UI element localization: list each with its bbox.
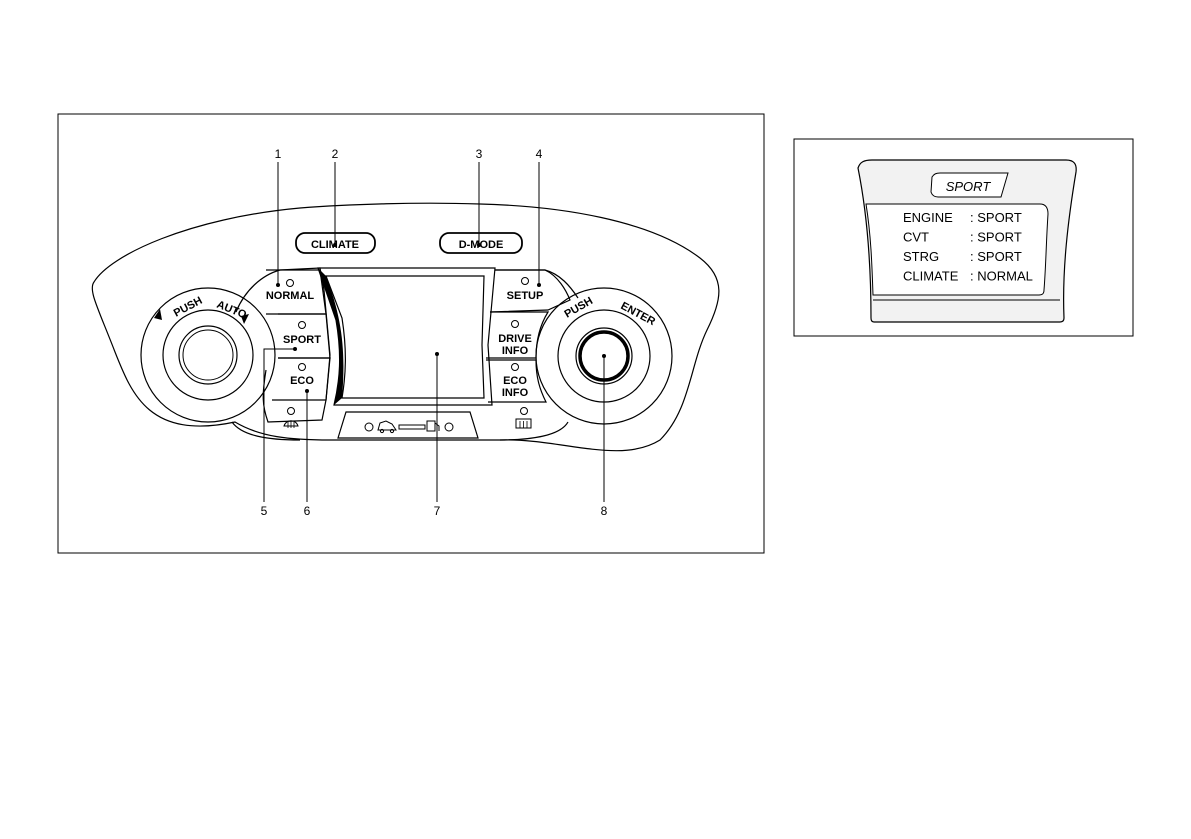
center-screen	[317, 267, 496, 406]
display-row-value: : NORMAL	[970, 269, 1033, 284]
callout-7: 7	[434, 504, 441, 518]
left-knob[interactable]	[140, 287, 276, 423]
setup-button-label: SETUP	[507, 290, 544, 302]
callout-8: 8	[601, 504, 608, 518]
drive-info-label-1: DRIVE	[498, 333, 532, 345]
rear-defroster-lamp	[520, 407, 528, 415]
callout-5: 5	[261, 504, 268, 518]
eco-info-indicator-lamp	[511, 363, 519, 371]
display-row-label: ENGINE	[903, 210, 953, 225]
sport-indicator-lamp	[298, 321, 306, 329]
screen-bezel-shadow	[318, 268, 344, 405]
display-screen	[857, 159, 1077, 323]
panel-figure-frame	[57, 113, 765, 554]
dmode-button[interactable]: D-MODE	[439, 232, 523, 254]
drive-info-label-2: INFO	[502, 345, 529, 357]
front-defroster-icon	[283, 420, 299, 427]
callout-leaders	[263, 162, 605, 502]
front-defroster-lamp	[287, 407, 295, 415]
left-arrow-icon	[154, 309, 162, 320]
callout-1: 1	[275, 147, 282, 161]
gauge-bar	[398, 424, 426, 430]
indicator-lamp	[444, 422, 454, 432]
dashboard-bezel	[91, 202, 720, 452]
display-row-label: CLIMATE	[903, 269, 959, 284]
display-title: SPORT	[946, 179, 992, 194]
setup-indicator-lamp	[521, 277, 529, 285]
right-arrow-icon	[241, 314, 249, 324]
normal-button[interactable]: NORMAL	[266, 269, 327, 315]
callout-3: 3	[476, 147, 483, 161]
sport-button-label: SPORT	[283, 334, 321, 346]
indicator-lamp	[364, 422, 374, 432]
callout-2: 2	[332, 147, 339, 161]
display-figure-frame	[793, 138, 1134, 337]
normal-indicator-lamp	[286, 279, 294, 287]
left-bottom-trim	[231, 421, 301, 441]
eco-button[interactable]: ECO	[272, 357, 331, 401]
callout-6: 6	[304, 504, 311, 518]
eco-info-label-2: INFO	[502, 387, 529, 399]
callout-4: 4	[536, 147, 543, 161]
display-row-label: STRG	[903, 249, 939, 264]
fuel-icon	[426, 420, 440, 432]
lower-center-bar	[337, 411, 479, 439]
eco-info-button[interactable]: ECO INFO	[486, 359, 547, 403]
front-defroster-button[interactable]	[283, 407, 299, 429]
callout-dots	[276, 243, 606, 393]
display-row-value: : SPORT	[970, 210, 1022, 225]
setup-button[interactable]: SETUP	[489, 269, 571, 313]
display-row-value: : SPORT	[970, 230, 1022, 245]
display-row-value: : SPORT	[970, 249, 1022, 264]
right-bottom-trim	[499, 421, 569, 441]
drive-info-indicator-lamp	[511, 320, 519, 328]
rear-defroster-button[interactable]	[515, 407, 532, 429]
display-rows: ENGINE : SPORT CVT : SPORT STRG : SPORT CLIMAT…	[903, 210, 1033, 284]
drive-info-button[interactable]: DRIVE INFO	[486, 311, 550, 359]
left-knob-auto-label: AUTO	[215, 299, 249, 322]
display-row-label: CVT	[903, 230, 929, 245]
sport-button[interactable]: SPORT	[278, 313, 331, 359]
normal-button-label: NORMAL	[266, 290, 315, 302]
eco-indicator-lamp	[298, 363, 306, 371]
left-knob-push-label: PUSH	[172, 295, 205, 320]
eco-button-label: ECO	[290, 375, 314, 387]
eco-info-label-1: ECO	[503, 375, 527, 387]
car-icon	[377, 420, 397, 434]
